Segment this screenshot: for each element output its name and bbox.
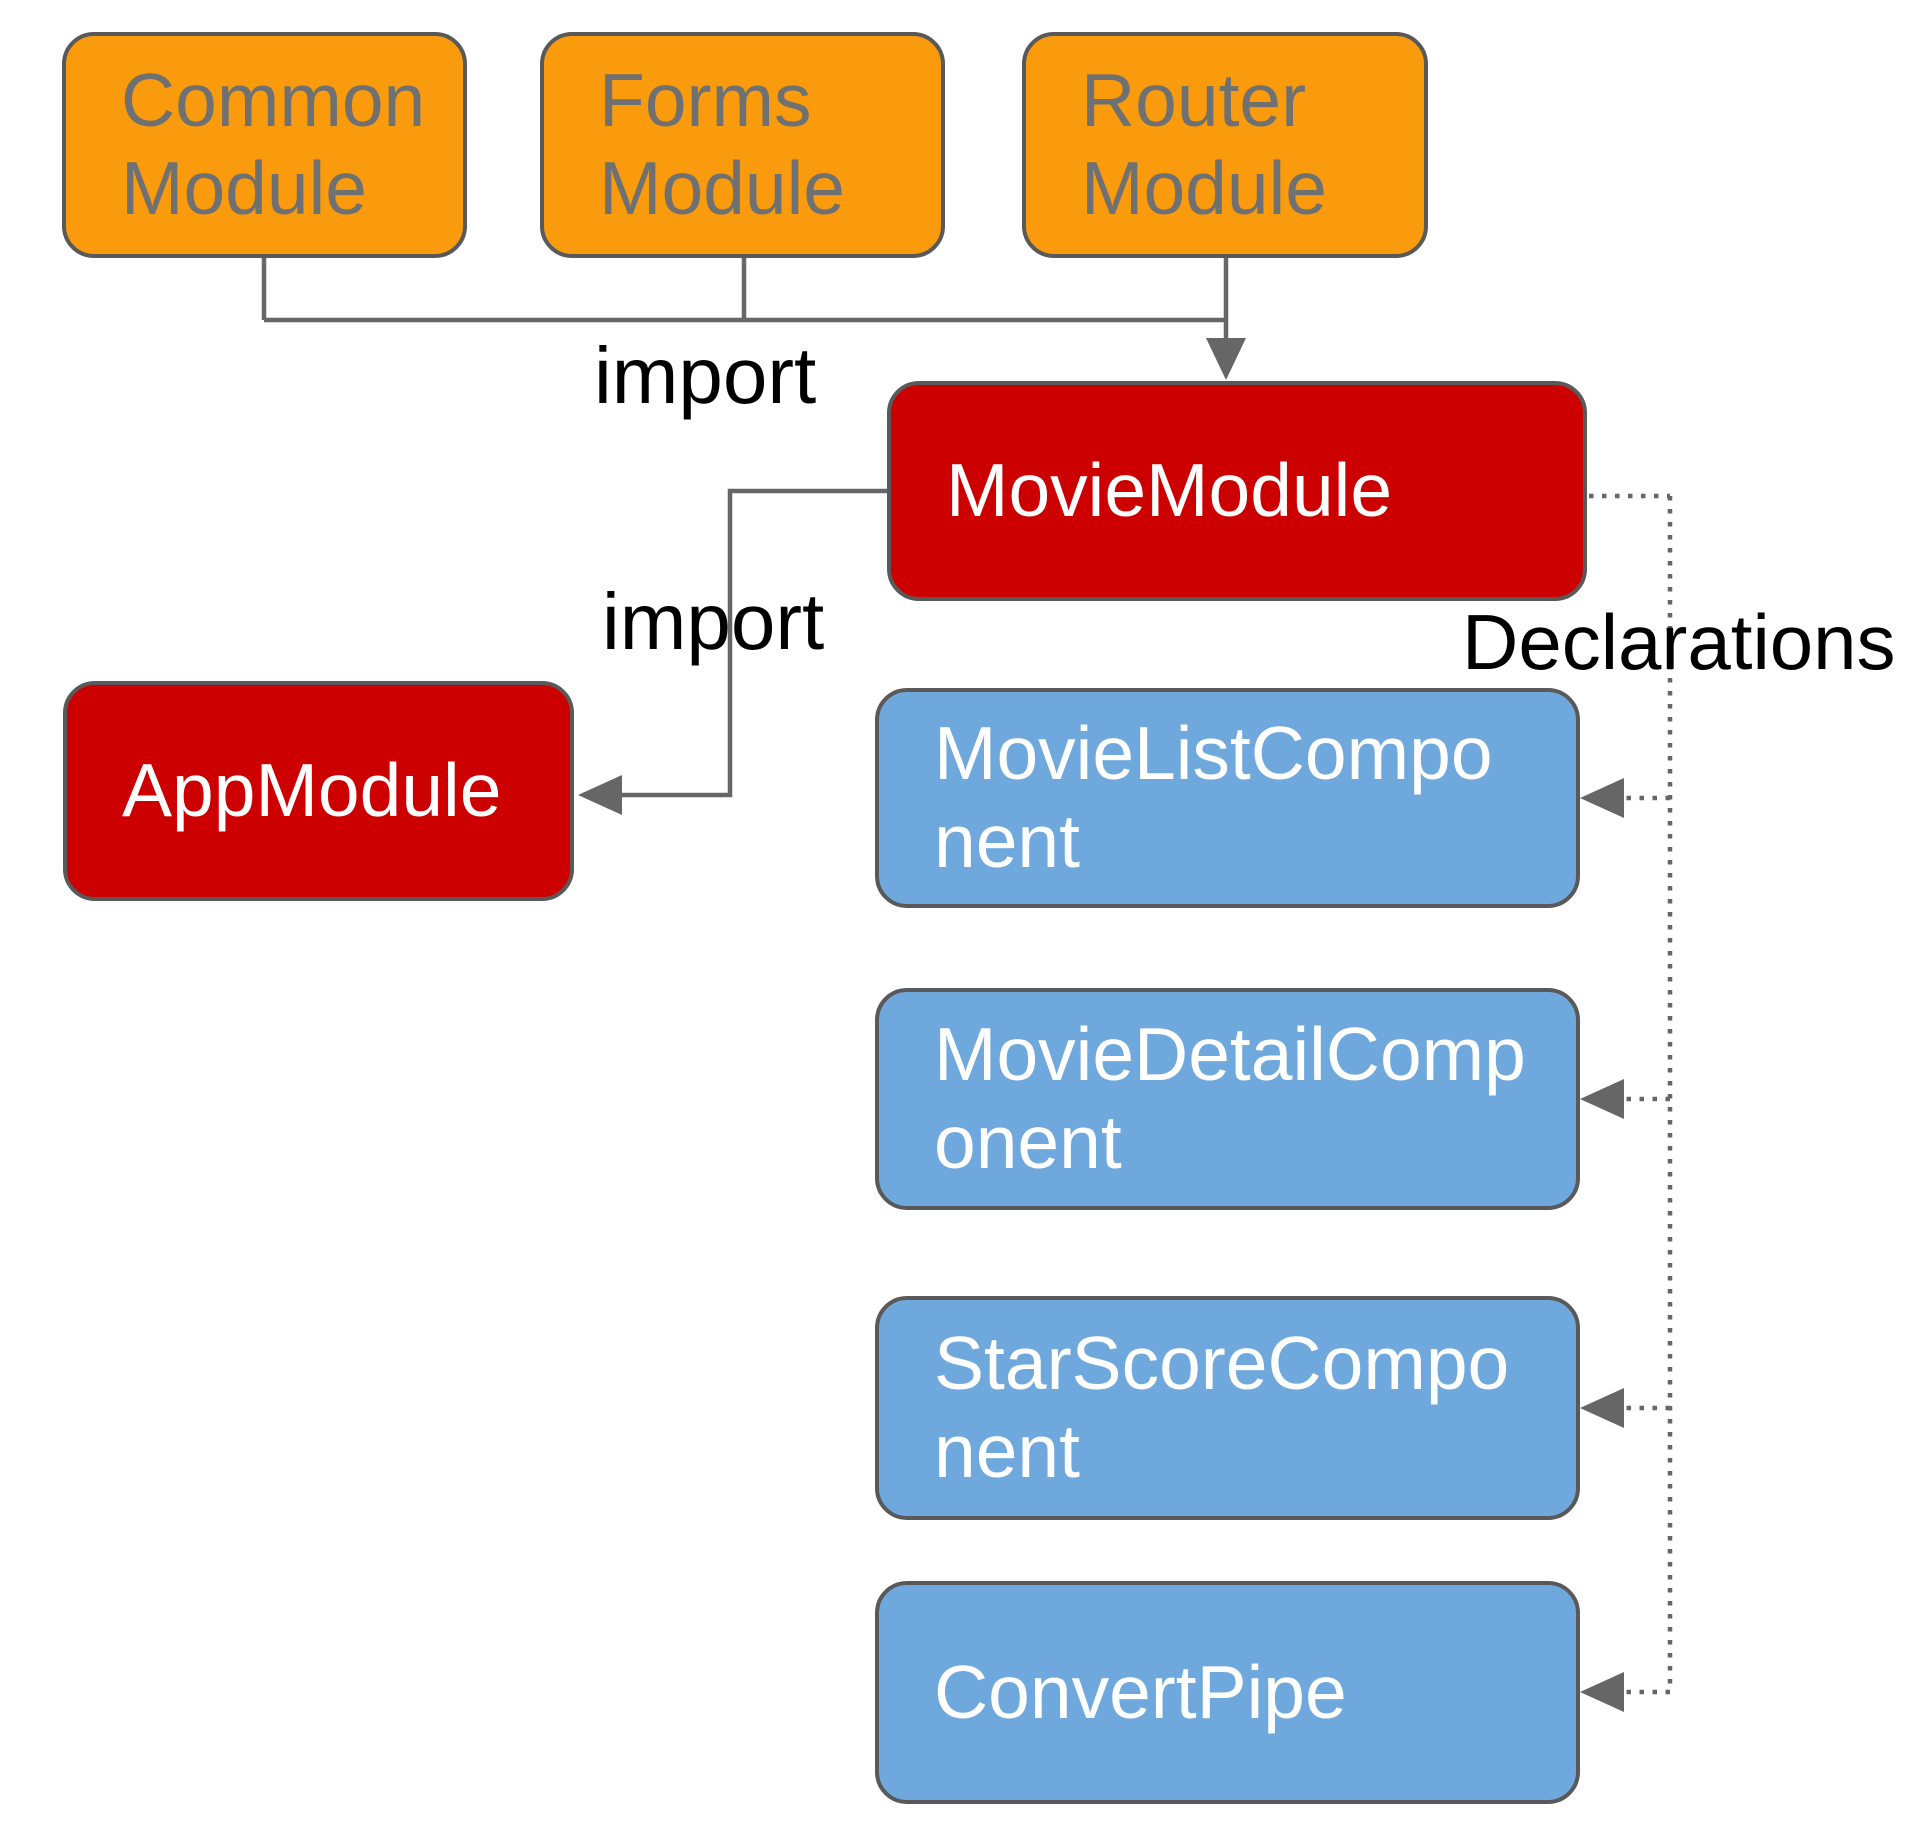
app-module-label: AppModule xyxy=(122,748,502,833)
node-star-score-component: StarScoreCompo nent xyxy=(875,1296,1580,1520)
import-connector-left xyxy=(622,488,887,798)
arrowhead-into-convert-pipe xyxy=(1580,1672,1624,1712)
arrowhead-into-movie-detail-component xyxy=(1580,1079,1624,1119)
arrowhead-into-app-module xyxy=(578,775,622,815)
node-convert-pipe: ConvertPipe xyxy=(875,1581,1580,1804)
common-module-label: Common Module xyxy=(121,58,426,230)
node-movie-module: MovieModule xyxy=(887,381,1587,601)
node-forms-module: Forms Module xyxy=(540,32,945,258)
declarations-branches xyxy=(1626,795,1670,1695)
declarations-spine xyxy=(1589,493,1673,1692)
arrowhead-into-movie-list-component xyxy=(1580,778,1624,818)
star-score-component-label: StarScoreCompo nent xyxy=(934,1321,1510,1493)
declarations-label: Declarations xyxy=(1462,598,1896,686)
import-label-left: import xyxy=(602,577,825,666)
movie-module-label: MovieModule xyxy=(946,448,1393,533)
node-router-module: Router Module xyxy=(1022,32,1428,258)
arrowhead-into-star-score-component xyxy=(1580,1388,1624,1428)
movie-list-component-label: MovieListCompo nent xyxy=(934,711,1493,883)
node-common-module: Common Module xyxy=(62,32,467,258)
forms-module-label: Forms Module xyxy=(599,58,845,230)
convert-pipe-label: ConvertPipe xyxy=(934,1649,1347,1734)
router-module-label: Router Module xyxy=(1081,58,1327,230)
node-movie-list-component: MovieListCompo nent xyxy=(875,688,1580,908)
arrowhead-into-movie-module xyxy=(1206,338,1246,380)
import-connector-top xyxy=(261,258,1229,342)
node-movie-detail-component: MovieDetailComp onent xyxy=(875,988,1580,1210)
import-label-top: import xyxy=(594,331,817,420)
node-app-module: AppModule xyxy=(63,681,574,901)
movie-detail-component-label: MovieDetailComp onent xyxy=(934,1012,1526,1184)
